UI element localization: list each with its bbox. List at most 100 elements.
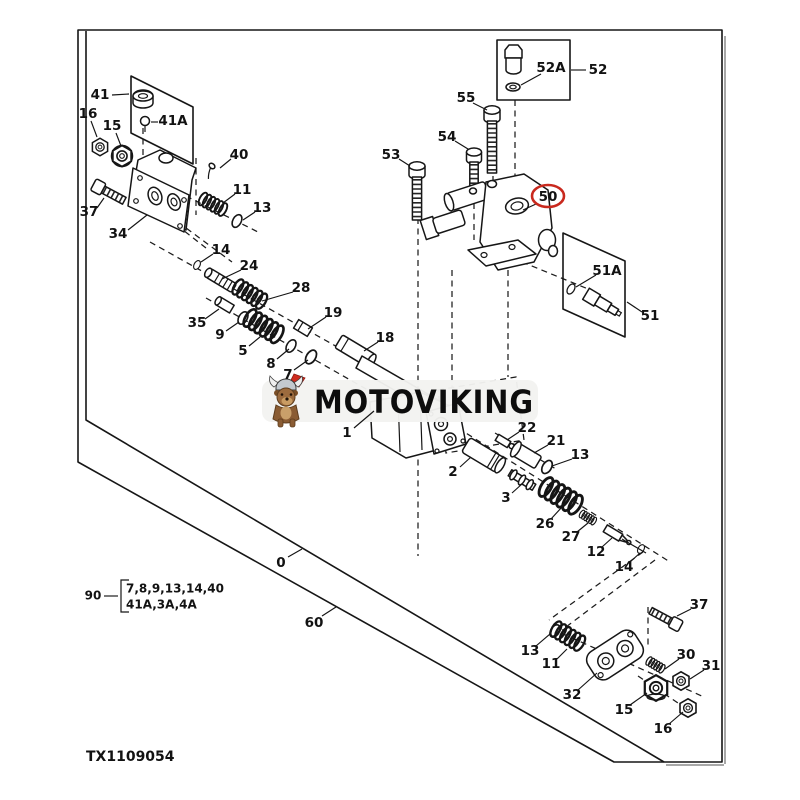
part-label-27: 27 [562,529,581,545]
bolt-37-2 [648,606,684,632]
guide-19 [292,318,314,338]
leader-line-19 [307,316,327,330]
plug-41 [132,89,154,109]
highlight-50: 50 [522,183,566,211]
leader-line-11-2 [556,648,568,660]
spring-26 [534,473,587,518]
leader-line-13 [242,211,256,221]
part-label-31: 31 [702,658,721,674]
spring-28 [229,276,271,312]
solenoid-2 [461,437,507,474]
bolt-53 [408,161,426,221]
part-labels-layer: 4141A16153734401113142428359587191815354… [79,60,721,737]
group-note-line2: 41A,3A,4A [126,598,198,612]
nut-15 [110,144,134,168]
part-label-12: 12 [587,544,606,560]
parts-layer [90,44,697,719]
nut-15-2 [643,673,669,703]
washer-51A [564,281,578,297]
leader-line-53 [398,158,411,167]
spring-5 [239,305,288,347]
box-52 [496,39,571,101]
sleeve-35 [214,296,235,314]
part-label-15-2: 15 [615,702,634,718]
washer-13 [229,212,245,230]
group-note: 90 7,8,9,13,14,40 41A,3A,4A [85,579,224,613]
leader-line-16-2 [668,711,684,725]
watermark: MOTOVIKING [262,373,538,428]
brand-watermark-text: MOTOVIKING [314,383,534,421]
leader-line-55 [472,102,488,111]
leader-line-14 [200,253,214,263]
part-label-28: 28 [292,280,311,296]
part-label-13: 13 [253,200,272,216]
part-label-54: 54 [438,129,457,145]
part-label-40: 40 [230,147,249,163]
part-label-13-2: 13 [571,447,590,463]
leader-line-27 [576,522,589,533]
part-label-1: 1 [342,425,351,441]
leader-line-30 [664,658,680,670]
plate-32 [585,629,645,681]
leader-line-35 [204,308,220,320]
plug-52A [504,44,523,92]
washer-41A [139,115,151,132]
part-label-52A: 52A [536,60,566,76]
leader-line-7 [293,359,309,371]
part-label-22: 22 [518,420,537,436]
part-label-2: 2 [448,464,457,480]
part-label-15: 15 [103,118,122,134]
part-label-52: 52 [589,62,608,78]
nut-31 [672,670,690,692]
part-label-11-2: 11 [542,656,561,672]
part-label-30: 30 [677,647,696,663]
end-cover-34 [127,149,197,233]
part-label-0: 0 [276,555,285,571]
part-label-16: 16 [79,106,98,122]
part-label-35: 35 [188,315,207,331]
part-label-13-3: 13 [521,643,540,659]
leader-line-24 [221,269,242,280]
part-label-60: 60 [305,615,324,631]
leader-line-21 [533,444,549,454]
leader-line-51 [626,301,643,313]
rod-tip [621,538,647,554]
spring-30 [644,655,667,675]
leader-line-12 [601,537,613,548]
leader-line-18 [363,341,379,352]
bolt-55 [483,105,501,174]
leader-line-28 [261,291,294,302]
leader-line-11 [222,193,236,204]
leader-line-16 [90,120,98,138]
part-label-37-2: 37 [690,597,709,613]
leader-line-0 [287,548,303,558]
leader-line-5 [248,336,261,347]
leader-line-31 [689,669,705,680]
spool-3 [507,469,537,491]
leader-line-41 [111,93,130,96]
leader-line-40 [219,158,232,169]
leader-line-60 [321,606,337,617]
part-label-26: 26 [536,516,555,532]
watermark-banner [262,380,538,422]
part-label-51: 51 [641,308,660,324]
part-label-3: 3 [501,490,510,506]
valve-body-50 [419,173,559,271]
part-label-24: 24 [240,258,259,274]
leader-line-1 [353,410,375,429]
red-highlight-ellipse [530,183,566,209]
leader-line-15-2 [629,692,648,706]
part-label-51A: 51A [592,263,622,279]
leader-line-26 [550,506,563,520]
part-label-5: 5 [238,343,247,359]
nut-16 [91,137,109,157]
leader-line-54 [454,140,469,150]
part-label-16-2: 16 [654,721,673,737]
leader-line-9 [225,321,240,332]
leader-line-37 [96,197,105,209]
leader-line-3 [511,483,523,494]
leader-line-51A [575,274,597,288]
part-label-34: 34 [109,226,128,242]
spool-24 [203,267,237,293]
